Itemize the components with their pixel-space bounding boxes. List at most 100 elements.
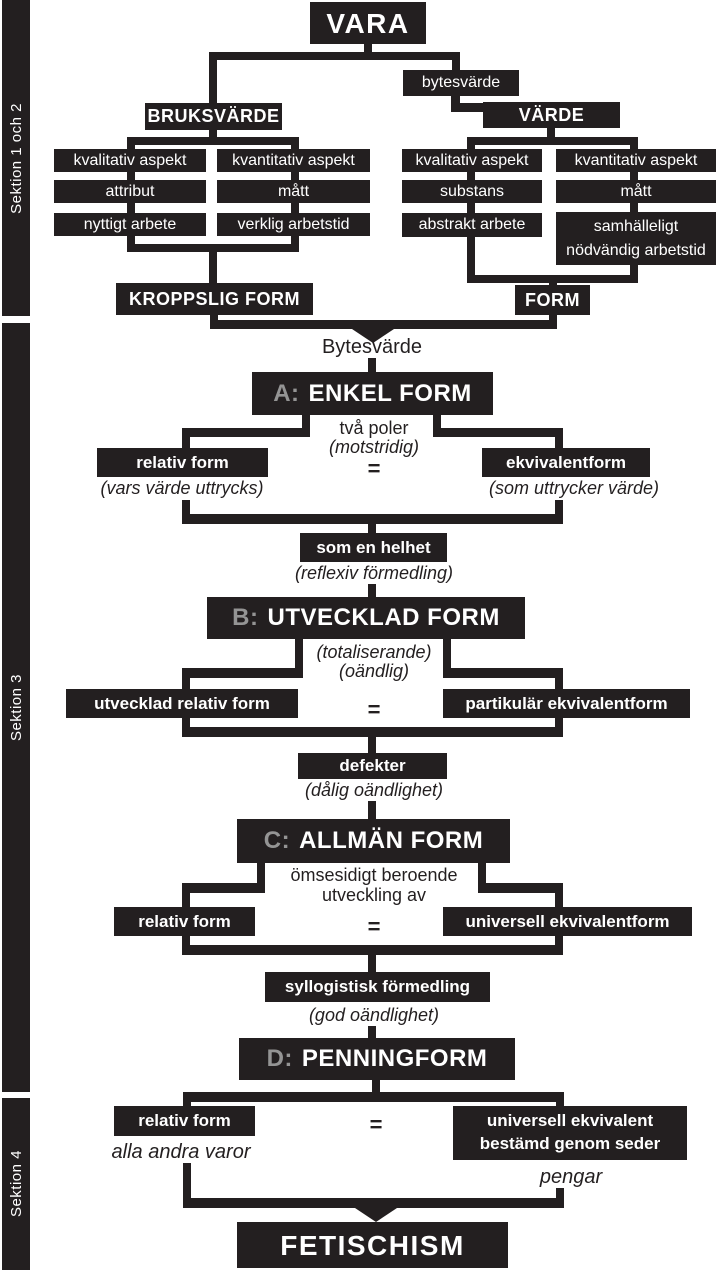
form-c-prefix: C: (263, 827, 291, 854)
form-a-note-1: två poler (339, 418, 409, 438)
connector-line (452, 52, 460, 72)
connector-line (183, 1092, 564, 1102)
connector-line (182, 883, 190, 907)
vara-box: VARA (310, 2, 426, 44)
value-quantitative-aspect-box: kvantitativ aspekt (556, 149, 716, 172)
form-a-prefix: A: (273, 379, 300, 407)
connector-line (443, 668, 563, 678)
connector-line (467, 141, 475, 281)
form-c-note-2: utveckling av (321, 885, 427, 905)
use-value-quantitative-aspect-box: kvantitativ aspekt (217, 149, 370, 172)
connector-line (556, 1092, 564, 1110)
connector-line (182, 945, 563, 955)
connector-line (210, 320, 557, 329)
use-value-measure-box: mått (217, 180, 370, 203)
section-bar-1-2: Sektion 1 och 2 (2, 0, 30, 316)
section-bar-4-label: Sektion 4 (7, 1150, 25, 1218)
connector-line (182, 727, 563, 737)
connector-line (182, 883, 265, 893)
connector-line (368, 801, 376, 819)
form-b-prefix: B: (232, 604, 259, 631)
form-b-relative-box: utvecklad relativ form (66, 689, 298, 718)
form-d-relative-caption: alla andra varor (111, 1141, 251, 1163)
form-c-title-box: C: ALLMÄN FORM (237, 819, 510, 863)
section-bar-3: Sektion 3 (2, 323, 30, 1092)
form-a-equals-sign: = (367, 456, 381, 481)
form-b-outcome-box: defekter (298, 753, 447, 779)
connector-line (547, 127, 555, 139)
form-c-relative-box: relativ form (114, 907, 255, 936)
value-qualitative-aspect-box: kvalitativ aspekt (402, 149, 542, 172)
form-b-equivalent-box: partikulär ekvivalentform (443, 689, 690, 718)
connector-line (555, 428, 563, 450)
varde-header-box: VÄRDE (483, 102, 620, 128)
form-d-equivalent-caption: pengar (539, 1166, 603, 1188)
connector-line (182, 668, 303, 678)
connector-line (364, 44, 372, 54)
value-abstract-labour-box: abstrakt arbete (402, 213, 542, 237)
connector-line (183, 1198, 564, 1208)
connector-line (183, 1092, 191, 1110)
form-c-note-1: ömsesidigt beroende (290, 865, 458, 885)
form-a-relative-box: relativ form (97, 448, 268, 477)
connector-line (630, 141, 638, 281)
connector-line (295, 639, 303, 678)
connector-line (549, 275, 557, 289)
connector-line (209, 252, 217, 283)
connector-line (555, 500, 563, 524)
connector-line (368, 524, 376, 534)
value-measure-box: mått (556, 180, 716, 203)
connector-line (478, 883, 563, 893)
connector-line (127, 244, 299, 252)
connector-line (257, 863, 265, 893)
form-c-title: ALLMÄN FORM (299, 827, 484, 854)
connector-line (182, 428, 310, 437)
fetischism-box: FETISCHISM (237, 1222, 508, 1268)
connector-line (209, 129, 217, 141)
connector-line (182, 500, 190, 524)
form-box: FORM (515, 285, 590, 315)
connector-line (368, 584, 376, 598)
form-a-relative-caption: (vars värde uttrycks) (100, 478, 264, 498)
connector-line (302, 415, 310, 437)
form-b-equals-sign: = (367, 697, 381, 722)
connector-line (451, 103, 487, 112)
connector-line (182, 514, 563, 524)
connector-line (209, 52, 217, 103)
form-d-prefix: D: (266, 1045, 293, 1072)
connector-line (368, 358, 376, 372)
bruksvarde-header-box: BRUKSVÄRDE (145, 103, 282, 130)
form-d-title: PENNINGFORM (301, 1045, 488, 1072)
section-bar-1-2-label: Sektion 1 och 2 (7, 102, 25, 214)
use-value-qualitative-aspect-box: kvalitativ aspekt (54, 149, 206, 172)
connector-line (182, 428, 190, 450)
kroppslig-form-box: KROPPSLIG FORM (116, 283, 313, 315)
form-a-equivalent-caption: (som uttrycker värde) (488, 478, 660, 498)
connector-line (209, 52, 460, 60)
connector-line (433, 415, 441, 437)
connector-line (555, 883, 563, 907)
connector-line (372, 1080, 380, 1094)
use-value-attribute-box: attribut (54, 180, 206, 203)
bytesvarde-tag-box: bytesvärde (403, 70, 519, 96)
use-value-real-labour-time-box: verklig arbetstid (217, 213, 370, 236)
form-c-equivalent-box: universell ekvivalentform (443, 907, 692, 936)
use-value-useful-labour-box: nyttigt arbete (54, 213, 206, 236)
form-a-note-2: (motstridig) (328, 437, 419, 457)
bytesvarde-merge-label: Bytesvärde (321, 336, 423, 358)
form-d-equivalent-box: universell ekvivalent bestämd genom sede… (453, 1106, 687, 1160)
connector-line (368, 955, 376, 972)
form-a-title-box: A: ENKEL FORM (252, 372, 493, 415)
connector-line (443, 639, 451, 678)
form-c-outcome-caption: (god oändlighet) (308, 1005, 440, 1025)
form-c-equals-sign: = (367, 914, 381, 939)
form-c-outcome-box: syllogistisk förmedling (265, 972, 490, 1002)
connector-line (368, 1026, 376, 1038)
form-b-title-box: B: UTVECKLAD FORM (207, 597, 525, 639)
connector-line (368, 737, 376, 753)
form-a-title: ENKEL FORM (308, 379, 472, 407)
form-d-relative-box: relativ form (114, 1106, 255, 1136)
form-b-title: UTVECKLAD FORM (267, 604, 500, 631)
form-a-outcome-caption: (reflexiv förmedling) (294, 563, 454, 583)
connector-line (555, 668, 563, 689)
